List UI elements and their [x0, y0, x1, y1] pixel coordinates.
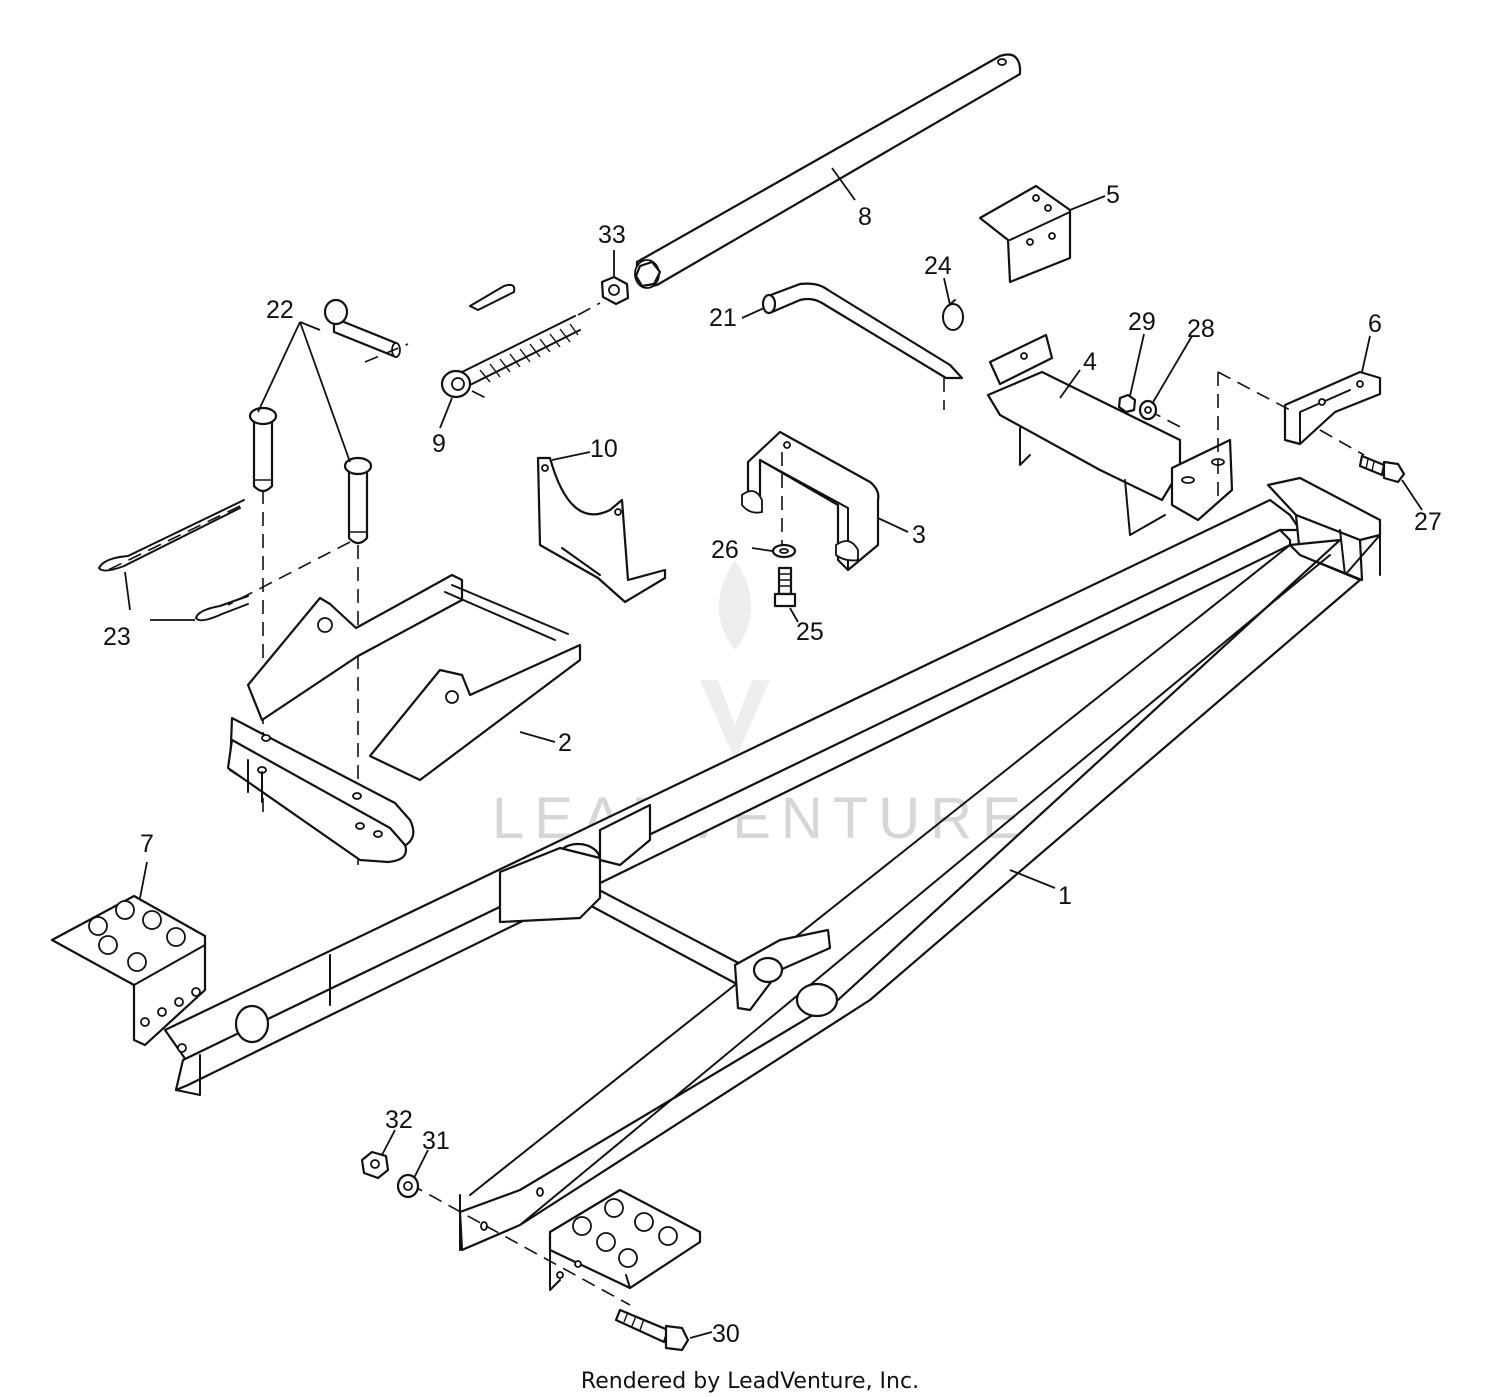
callout-26: 26 — [711, 536, 739, 564]
part-29-nut[interactable] — [1117, 393, 1137, 414]
callout-31: 31 — [422, 1127, 450, 1155]
callout-22: 22 — [266, 296, 294, 324]
callout-33: 33 — [598, 221, 626, 249]
callout-2: 2 — [558, 729, 572, 757]
callout-7: 7 — [140, 830, 154, 858]
part-23-clip-upper[interactable] — [98, 499, 245, 572]
callout-4: 4 — [1083, 348, 1097, 376]
part-22-pin-upper[interactable] — [323, 298, 409, 363]
part-6-bracket[interactable] — [1283, 370, 1382, 446]
callout-30: 30 — [712, 1320, 740, 1348]
callout-labels: 8 33 9 22 23 10 3 26 25 21 24 5 4 29 28 … — [103, 181, 1442, 1348]
callout-27: 27 — [1414, 508, 1442, 536]
part-10-shield[interactable] — [536, 456, 667, 604]
callout-28: 28 — [1187, 315, 1215, 343]
callout-32: 32 — [385, 1106, 413, 1134]
part-23-clip-lower[interactable] — [195, 595, 249, 622]
part-30-bolt[interactable] — [614, 1308, 690, 1352]
part-31-washer[interactable] — [396, 1173, 420, 1199]
part-9-threaded-rod[interactable] — [440, 315, 581, 399]
callout-23: 23 — [103, 623, 131, 651]
callout-6: 6 — [1368, 310, 1382, 338]
part-24-ring[interactable] — [942, 299, 964, 331]
part-28-washer[interactable] — [1138, 399, 1158, 421]
callout-10: 10 — [590, 435, 618, 463]
part-33-nut[interactable] — [600, 275, 630, 306]
part-23-clip-top[interactable] — [469, 283, 516, 311]
callout-25: 25 — [796, 618, 824, 646]
part-1-main-frame[interactable] — [163, 476, 1382, 1252]
part-5-bracket[interactable] — [978, 184, 1072, 284]
callout-9: 9 — [432, 430, 446, 458]
part-30-step-plate[interactable] — [548, 1188, 702, 1291]
callout-24: 24 — [924, 252, 952, 280]
callout-8: 8 — [858, 203, 872, 231]
part-4-mount-plate[interactable] — [986, 333, 1234, 536]
part-8-tube[interactable] — [634, 53, 1022, 289]
part-22-pin-left[interactable] — [248, 406, 278, 493]
part-25-bolt[interactable] — [773, 566, 797, 608]
part-3-u-bracket[interactable] — [741, 430, 880, 572]
part-32-nut[interactable] — [360, 1150, 390, 1180]
leadventure-logo-icon — [700, 560, 770, 760]
part-22-pin-right[interactable] — [343, 456, 373, 545]
footer-credit: Rendered by LeadVenture, Inc. — [581, 1369, 919, 1394]
leader-lines — [124, 167, 1423, 1339]
part-7-step-plate[interactable] — [50, 894, 207, 1047]
callout-29: 29 — [1128, 308, 1156, 336]
callout-5: 5 — [1106, 181, 1120, 209]
callout-21: 21 — [709, 304, 737, 332]
callout-3: 3 — [912, 521, 926, 549]
part-21-bent-rod[interactable] — [761, 282, 964, 410]
part-2-hitch-bracket[interactable] — [226, 573, 582, 864]
part-26-washer[interactable] — [771, 543, 797, 559]
part-27-bolt[interactable] — [1358, 454, 1406, 484]
callout-1: 1 — [1058, 882, 1072, 910]
